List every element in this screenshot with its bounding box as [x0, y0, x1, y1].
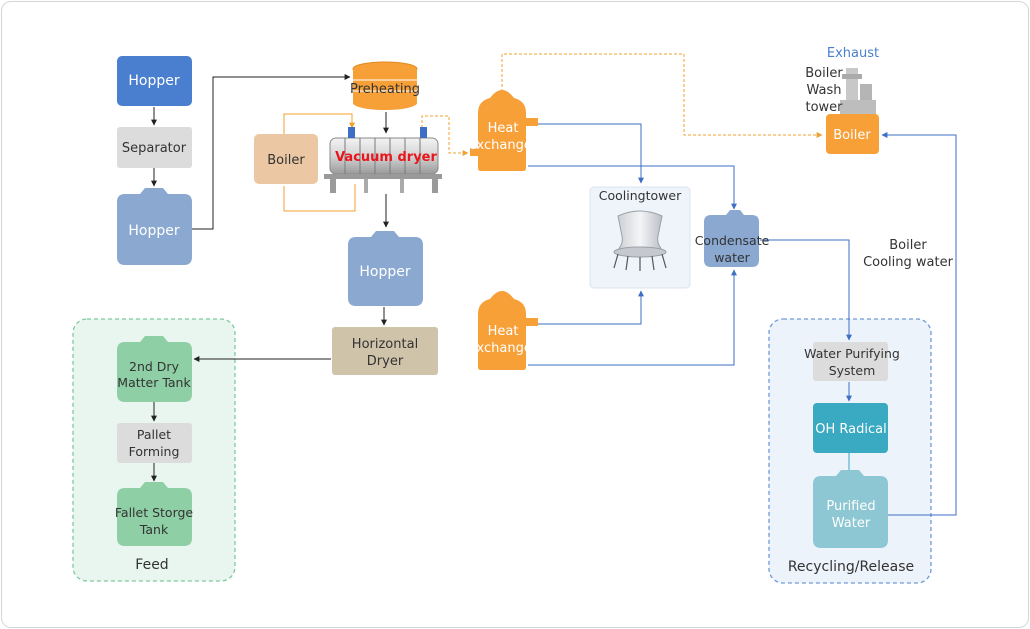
heat-exchanger-top[interactable]: Heat exchanger [469, 90, 538, 171]
hopper-center[interactable]: Hopper [348, 231, 423, 306]
separator[interactable]: Separator [117, 127, 192, 168]
svg-text:Fallet Storge: Fallet Storge [115, 505, 194, 520]
svg-text:Hopper: Hopper [128, 223, 179, 239]
boiler-left[interactable]: Boiler [254, 134, 318, 184]
svg-text:Vacuum dryer: Vacuum dryer [335, 150, 437, 165]
pallet-storage-tank[interactable]: Fallet Storge Tank [115, 482, 194, 546]
svg-text:OH Radical: OH Radical [815, 422, 886, 437]
svg-text:Water Purifying: Water Purifying [804, 346, 900, 361]
svg-text:water: water [714, 250, 750, 265]
svg-text:Tank: Tank [139, 522, 169, 537]
horizontal-dryer[interactable]: Horizontal Dryer [332, 327, 438, 375]
svg-text:Cooling water: Cooling water [863, 255, 954, 270]
purified-water-tank[interactable]: Purified Water [813, 470, 888, 548]
boiler-right[interactable]: Boiler [826, 114, 879, 154]
svg-text:Forming: Forming [129, 444, 180, 459]
condensate-water-tank[interactable]: Condensate water [695, 210, 770, 267]
feed-label: Feed [135, 557, 168, 573]
svg-text:Separator: Separator [122, 141, 187, 156]
svg-text:tower: tower [805, 100, 843, 115]
exhaust-wash-tower[interactable]: Exhaust Boiler Wash tower [805, 46, 879, 115]
svg-text:Matter Tank: Matter Tank [117, 375, 191, 390]
svg-text:Dryer: Dryer [367, 354, 404, 369]
svg-text:Hopper: Hopper [359, 264, 410, 280]
feed-line-connectors [151, 74, 389, 482]
svg-text:Heat: Heat [488, 121, 519, 136]
water-connectors [528, 123, 957, 516]
hopper-mid[interactable]: Hopper [117, 188, 192, 265]
dry-matter-tank[interactable]: 2nd Dry Matter Tank [117, 336, 192, 402]
svg-text:Pallet: Pallet [137, 427, 171, 442]
svg-text:Condensate: Condensate [695, 233, 770, 248]
svg-text:Horizontal: Horizontal [352, 337, 418, 352]
svg-text:Boiler: Boiler [833, 128, 871, 143]
svg-text:Heat: Heat [488, 324, 519, 339]
svg-text:Hopper: Hopper [128, 73, 179, 89]
heat-exchanger-bottom[interactable]: Heat exchanger [469, 291, 538, 370]
svg-text:Preheating: Preheating [350, 82, 420, 97]
steam-connectors [283, 53, 823, 212]
recycling-release-label: Recycling/Release [788, 559, 914, 575]
boiler-cooling-water-label: Boiler Cooling water [863, 238, 954, 270]
svg-text:Water: Water [832, 516, 871, 531]
svg-text:Boiler: Boiler [267, 153, 305, 168]
svg-text:exchanger: exchanger [469, 138, 538, 153]
svg-text:exchanger: exchanger [469, 341, 538, 356]
svg-text:Coolingtower: Coolingtower [599, 188, 682, 203]
cooling-tower[interactable]: Coolingtower [599, 188, 682, 271]
oh-radical[interactable]: OH Radical [813, 403, 888, 453]
svg-text:Boiler: Boiler [805, 66, 843, 81]
hopper-top[interactable]: Hopper [117, 56, 192, 106]
pallet-forming[interactable]: Pallet Forming [117, 423, 192, 463]
vacuum-dryer[interactable]: Vacuum dryer [324, 127, 442, 193]
svg-text:2nd Dry: 2nd Dry [129, 359, 180, 374]
svg-text:Exhaust: Exhaust [827, 46, 879, 61]
preheating-tank[interactable]: Preheating [350, 61, 420, 110]
svg-text:Boiler: Boiler [889, 238, 927, 253]
svg-text:System: System [829, 363, 876, 378]
svg-text:Purified: Purified [826, 499, 875, 514]
svg-text:Wash: Wash [806, 83, 841, 98]
water-purifying-system[interactable]: Water Purifying System [804, 342, 900, 381]
